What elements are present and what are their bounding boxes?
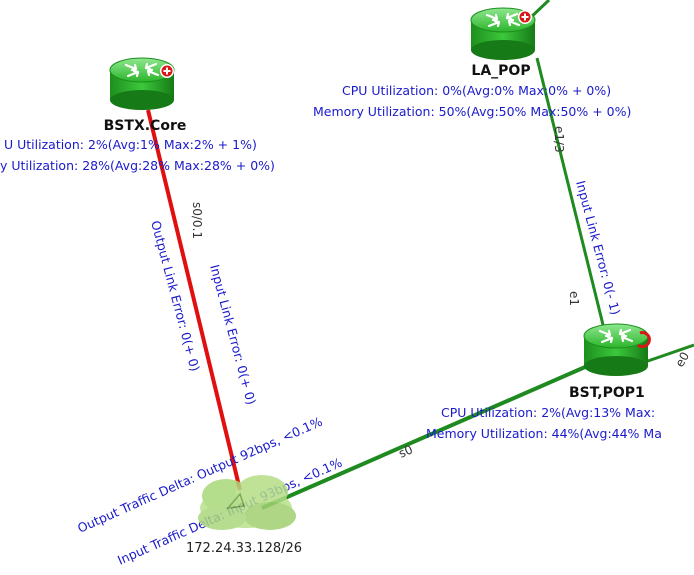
add-badge-icon[interactable] <box>637 331 651 349</box>
subnet-label-backdrop <box>196 538 216 554</box>
cloud-network-icon[interactable] <box>198 475 296 530</box>
cpu-utilization-la-pop: CPU Utilization: 0%(Avg:0% Max:0% + 0%) <box>342 83 611 98</box>
node-name-la-pop: LA_POP <box>471 63 530 79</box>
subnet-label: 172.24.33.128/26 <box>186 541 302 556</box>
cpu-utilization-bstx-core: U Utilization: 2%(Avg:1% Max:2% + 1%) <box>4 137 257 152</box>
node-bst-pop1[interactable] <box>582 322 651 378</box>
cpu-utilization-bst-pop1: CPU Utilization: 2%(Avg:13% Max: <box>441 405 655 420</box>
node-name-bst-pop1: BST,POP1 <box>569 385 645 401</box>
add-badge-icon[interactable] <box>518 10 532 24</box>
link-pop1-to-cloud[interactable] <box>261 362 593 510</box>
port-label-e0: e0 <box>672 349 692 369</box>
link-pop1-right[interactable] <box>644 343 694 364</box>
link-lapop-to-pop1[interactable] <box>535 57 610 346</box>
node-name-bstx-core: BSTX.Core <box>104 118 187 134</box>
router-icon[interactable] <box>582 322 650 378</box>
node-la-pop[interactable] <box>469 6 537 62</box>
node-bstx-core[interactable] <box>108 56 176 112</box>
port-label-s0-0-1: s0/0.1 <box>190 202 204 239</box>
port-label-e1-3: e1/3 <box>552 126 566 153</box>
link-core-to-cloud[interactable] <box>146 109 242 491</box>
port-label-s0: s0 <box>397 442 415 460</box>
memory-utilization-bstx-core: y Utilization: 28%(Avg:28% Max:28% + 0%) <box>0 158 275 173</box>
memory-utilization-la-pop: Memory Utilization: 50%(Avg:50% Max:50% … <box>313 104 631 119</box>
memory-utilization-bst-pop1: Memory Utilization: 44%(Avg:44% Ma <box>426 426 662 441</box>
port-label-e1: e1 <box>567 291 581 306</box>
add-badge-icon[interactable] <box>160 64 174 78</box>
